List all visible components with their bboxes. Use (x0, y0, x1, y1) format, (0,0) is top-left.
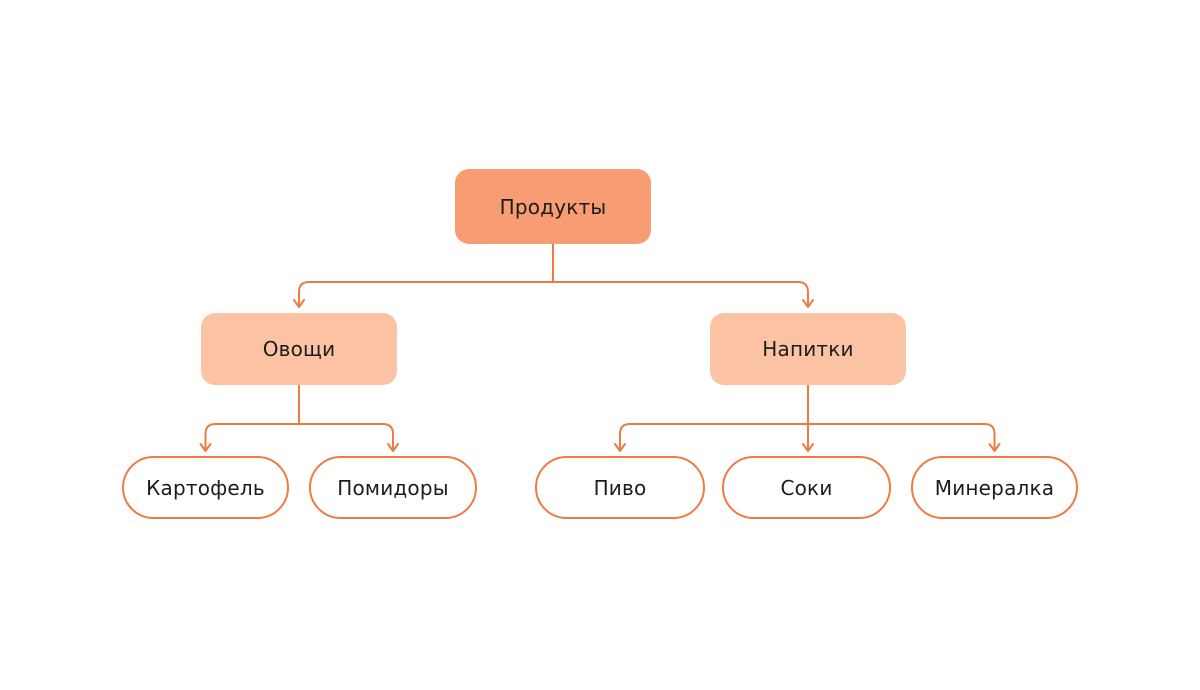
edge-drinks-children-bar (614, 423, 1001, 452)
node-mineral-water-label: Минералка (934, 475, 1055, 500)
node-mineral-water: Минералка (911, 456, 1078, 519)
node-tomatoes-label: Помидоры (337, 475, 449, 500)
node-drinks: Напитки (710, 313, 906, 385)
node-juices-label: Соки (780, 475, 833, 500)
node-products-root: Продукты (455, 169, 651, 244)
node-potatoes-label: Картофель (146, 475, 265, 500)
edge-vegetables-children-bar (199, 423, 399, 452)
node-vegetables: Овощи (201, 313, 397, 385)
node-drinks-label: Напитки (762, 337, 854, 361)
node-beer: Пиво (535, 456, 705, 519)
node-beer-label: Пиво (593, 475, 647, 500)
node-vegetables-label: Овощи (262, 337, 336, 361)
node-tomatoes: Помидоры (309, 456, 477, 519)
edge-root-branch-bar (293, 281, 814, 308)
node-potatoes: Картофель (122, 456, 289, 519)
node-juices: Соки (722, 456, 891, 519)
node-products-label: Продукты (499, 194, 607, 219)
